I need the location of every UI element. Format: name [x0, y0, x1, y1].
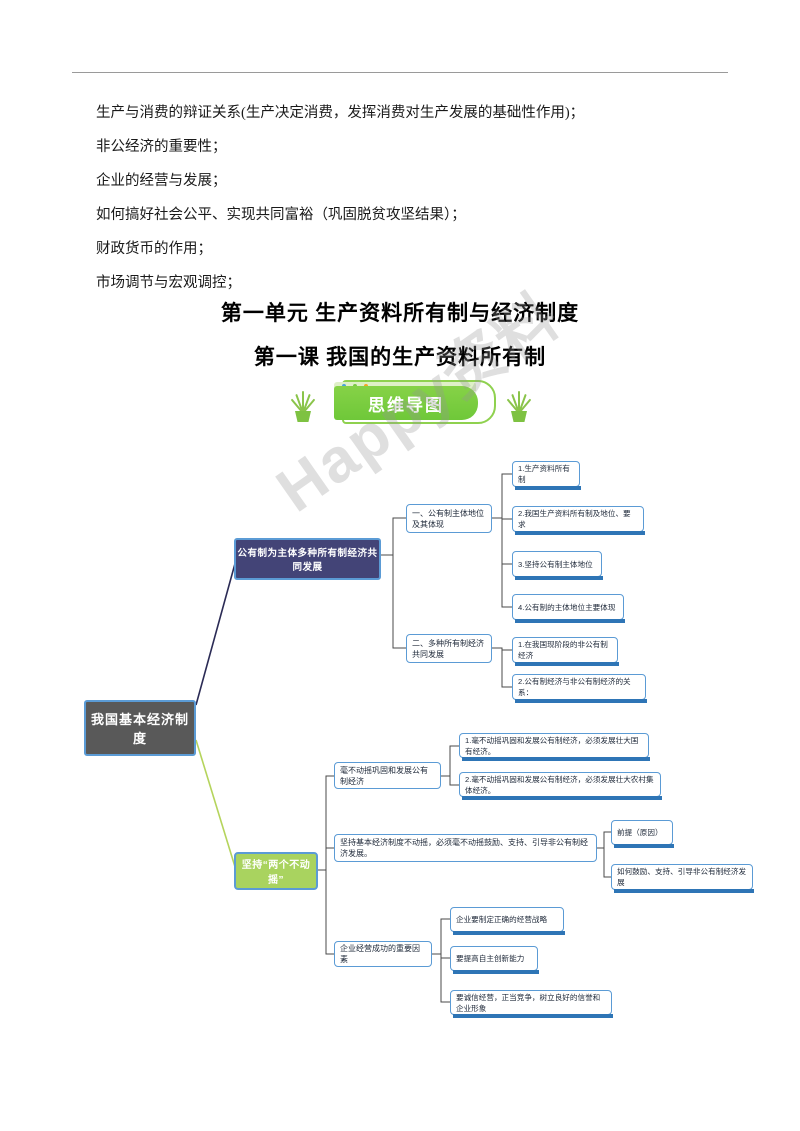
header-rule — [72, 72, 728, 73]
mindmap-group-node[interactable]: 企业经营成功的重要因素 — [334, 941, 432, 967]
mindmap-leaf-node[interactable]: 要诚信经营，正当竞争，树立良好的信誉和企业形象 — [450, 990, 613, 1018]
group-label: 二、多种所有制经济共同发展 — [412, 638, 484, 659]
leaf-label: 要诚信经营，正当竞争，树立良好的信誉和企业形象 — [456, 992, 601, 1013]
mindmap-leaf-node[interactable]: 1.毫不动摇巩固和发展公有制经济，必须发展壮大国有经济。 — [459, 733, 650, 761]
mindmap-diagram: 我国基本经济制度 公有制为主体多种所有制经济共同发展 一、公有制主体地位及其体现… — [0, 440, 800, 1030]
mindmap-branch2-node[interactable]: 坚持“两个不动摇” — [234, 852, 318, 890]
leaf-label: 1.在我国现阶段的非公有制经济 — [518, 640, 608, 660]
leaf-label: 1.生产资料所有制 — [518, 464, 570, 484]
mindmap-group-node[interactable]: 二、多种所有制经济共同发展 — [406, 634, 492, 663]
mindmap-leaf-node[interactable]: 要提高自主创新能力 — [450, 946, 539, 974]
branch1-label: 公有制为主体多种所有制经济共同发展 — [237, 548, 378, 573]
leaf-label: 前提（原因） — [617, 828, 663, 837]
mindmap-branch1-node[interactable]: 公有制为主体多种所有制经济共同发展 — [234, 538, 381, 580]
leaf-label: 企业要制定正确的经营战略 — [456, 915, 548, 924]
mindmap-root-node[interactable]: 我国基本经济制度 — [84, 700, 196, 756]
mindmap-group-node[interactable]: 一、公有制主体地位及其体现 — [406, 504, 492, 533]
intro-line: 财政货币的作用； — [96, 241, 212, 257]
banner-title: 思维导图 — [368, 395, 444, 415]
intro-line: 生产与消费的辩证关系(生产决定消费，发挥消费对生产发展的基础性作用)； — [96, 105, 585, 121]
intro-line: 市场调节与宏观调控； — [96, 275, 241, 291]
intro-line: 企业的经营与发展； — [96, 173, 227, 189]
leaf-label: 2.我国生产资料所有制及地位、要求 — [518, 509, 631, 529]
intro-line: 非公经济的重要性； — [96, 139, 227, 155]
mindmap-leaf-node[interactable]: 2.我国生产资料所有制及地位、要求 — [512, 506, 645, 535]
leaf-label: 要提高自主创新能力 — [456, 954, 525, 963]
plant-icon — [502, 382, 536, 422]
mindmap-leaf-node[interactable]: 如何鼓励、支持、引导非公有制经济发展 — [611, 864, 754, 893]
plant-icon — [286, 382, 320, 422]
mindmap-group-node[interactable]: 毫不动摇巩固和发展公有制经济 — [334, 762, 441, 789]
mindmap-leaf-node[interactable]: 2.公有制经济与非公有制经济的关系： — [512, 674, 647, 703]
mindmap-leaf-node[interactable]: 3.坚持公有制主体地位 — [512, 551, 603, 580]
mindmap-leaf-node[interactable]: 1.生产资料所有制 — [512, 461, 581, 490]
mindmap-leaf-node[interactable]: 企业要制定正确的经营战略 — [450, 907, 565, 935]
leaf-label: 2.毫不动摇巩固和发展公有制经济，必须发展壮大农村集体经济。 — [465, 774, 654, 795]
leaf-label: 3.坚持公有制主体地位 — [518, 559, 593, 569]
mindmap-leaf-node[interactable]: 1.在我国现阶段的非公有制经济 — [512, 637, 619, 666]
mindmap-leaf-node[interactable]: 4.公有制的主体地位主要体现 — [512, 594, 625, 623]
root-label: 我国基本经济制度 — [90, 712, 189, 746]
mindmap-leaf-node[interactable]: 2.毫不动摇巩固和发展公有制经济，必须发展壮大农村集体经济。 — [459, 772, 662, 800]
mindmap-group-node[interactable]: 坚持基本经济制度不动摇，必须毫不动摇鼓励、支持、引导非公有制经济发展。 — [334, 834, 597, 862]
banner-shape: 思维导图 — [328, 378, 496, 424]
lesson-heading: 第一课 我国的生产资料所有制 — [253, 345, 547, 369]
unit-heading: 第一单元 生产资料所有制与经济制度 — [220, 301, 580, 325]
leaf-label: 2.公有制经济与非公有制经济的关系： — [518, 677, 631, 697]
mindmap-connectors — [195, 473, 611, 1003]
branch2-label: 坚持“两个不动摇” — [241, 860, 311, 886]
leaf-label: 1.毫不动摇巩固和发展公有制经济，必须发展壮大国有经济。 — [465, 735, 639, 756]
intro-line: 如何搞好社会公平、实现共同富裕（巩固脱贫攻坚结果）； — [96, 207, 466, 223]
group-label: 企业经营成功的重要因素 — [340, 944, 420, 964]
group-label: 毫不动摇巩固和发展公有制经济 — [340, 765, 428, 786]
mindmap-leaf-node[interactable]: 前提（原因） — [611, 820, 674, 848]
leaf-label: 如何鼓励、支持、引导非公有制经济发展 — [617, 867, 747, 887]
intro-paragraph-list: 生产与消费的辩证关系(生产决定消费，发挥消费对生产发展的基础性作用)； 非公经济… — [96, 96, 716, 300]
leaf-label: 4.公有制的主体地位主要体现 — [518, 602, 616, 612]
group-label: 一、公有制主体地位及其体现 — [412, 508, 484, 529]
mindmap-banner: 思维导图 — [286, 378, 536, 424]
group-label: 坚持基本经济制度不动摇，必须毫不动摇鼓励、支持、引导非公有制经济发展。 — [340, 838, 588, 858]
